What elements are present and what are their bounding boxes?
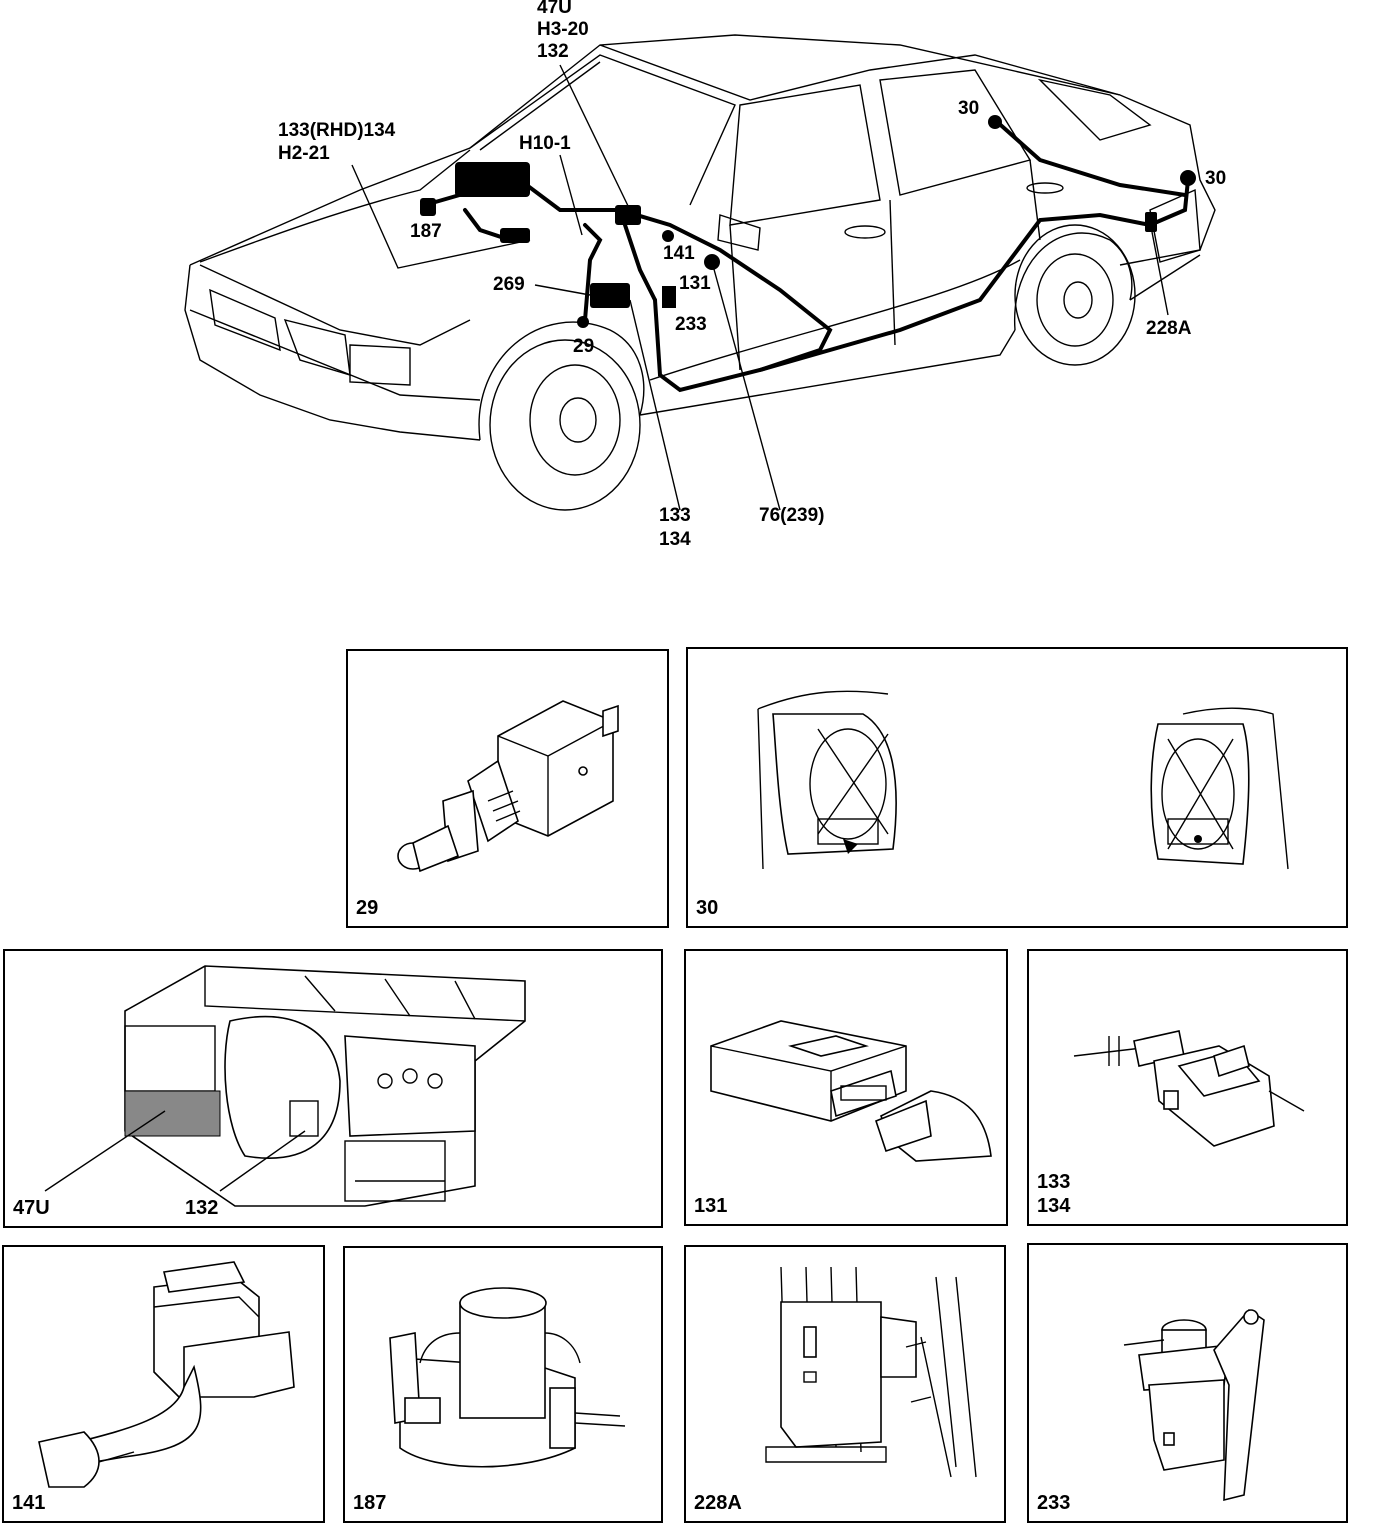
label-269: 269: [493, 274, 525, 295]
panel-30: 30: [686, 647, 1348, 928]
panel-label-187: 187: [353, 1492, 387, 1514]
label-132-top: 132: [537, 41, 569, 62]
label-133-bottom: 133: [659, 505, 691, 526]
connector-228a-illustration: [765, 1266, 977, 1478]
label-131: 131: [679, 273, 711, 294]
label-134-bottom: 134: [659, 529, 691, 550]
panel-label-233: 233: [1037, 1492, 1071, 1514]
panel-233: 233: [1027, 1243, 1348, 1523]
brake-switch-133-134-illustration: [1073, 1030, 1305, 1147]
sensor-233-illustration: [1123, 1308, 1265, 1502]
panel-141: 141: [2, 1245, 325, 1523]
panel-label-133: 133: [1037, 1171, 1071, 1193]
stalk-switch-141-illustration: [38, 1261, 295, 1488]
label-30-upper: 30: [958, 98, 980, 119]
solenoid-187-illustration: [389, 1287, 626, 1468]
label-h2-21: H2-21: [278, 143, 330, 164]
panel-133-134: 133 134: [1027, 949, 1348, 1226]
label-76-239: 76(239): [759, 505, 825, 526]
panel-label-228a: 228A: [694, 1492, 742, 1514]
label-h3-20: H3-20: [537, 19, 589, 40]
panel-label-132: 132: [185, 1197, 219, 1219]
control-module-131-illustration: [710, 1020, 992, 1162]
panel-label-131: 131: [694, 1195, 728, 1217]
panel-label-141: 141: [12, 1492, 46, 1514]
panel-label-29: 29: [356, 897, 379, 919]
car-overview: 47U H3-20 132 133(RHD)134 H2-21 H10-1 18…: [0, 0, 1376, 600]
panel-187: 187: [343, 1246, 663, 1523]
panel-47u-132: 47U 132: [3, 949, 663, 1228]
lamp-unit-30-illustration: [757, 690, 1289, 870]
label-141: 141: [663, 243, 695, 264]
panel-29: 29: [346, 649, 669, 928]
relay-switch-29-illustration: [397, 700, 619, 873]
instrument-cluster-illustration: [44, 965, 526, 1207]
label-187: 187: [410, 221, 442, 242]
label-228a: 228A: [1146, 318, 1192, 339]
label-47u: 47U: [537, 0, 572, 18]
label-30-right: 30: [1205, 168, 1227, 189]
panel-131: 131: [684, 949, 1008, 1226]
panel-label-47u: 47U: [13, 1197, 50, 1219]
label-133-rhd-134: 133(RHD)134: [278, 120, 396, 141]
car-illustration: [184, 34, 1216, 511]
panel-label-30: 30: [696, 897, 719, 919]
panel-228a: 228A: [684, 1245, 1006, 1523]
panel-label-134: 134: [1037, 1195, 1071, 1217]
label-29: 29: [573, 336, 595, 357]
label-h10-1: H10-1: [519, 133, 571, 154]
label-233: 233: [675, 314, 707, 335]
